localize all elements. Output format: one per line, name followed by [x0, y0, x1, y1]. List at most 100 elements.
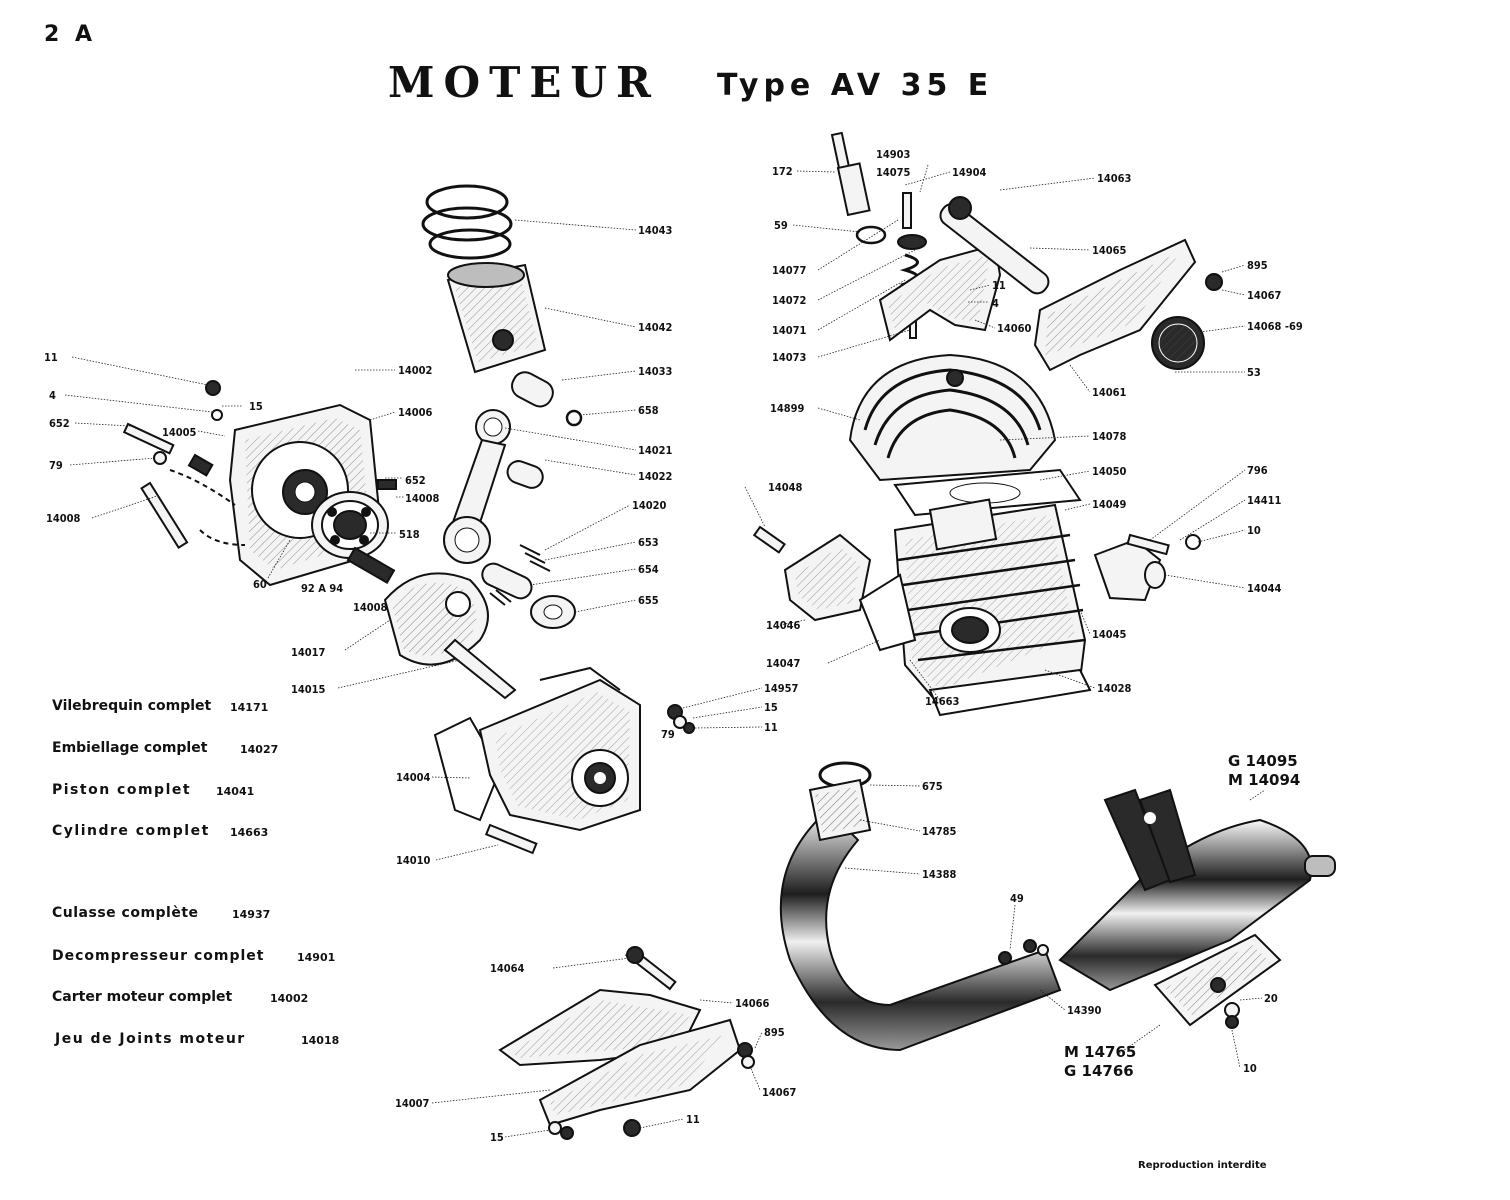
label-14067b: 14067: [762, 1086, 797, 1099]
label-14388: 14388: [922, 868, 957, 881]
crank-pin-parts: [481, 544, 576, 629]
label-655: 655: [638, 594, 659, 607]
main-bearing: [311, 491, 389, 559]
legend-item: Jeu de Joints moteur 14018: [55, 1031, 339, 1047]
label-14002: 14002: [398, 364, 433, 377]
label-14049: 14049: [1092, 498, 1127, 511]
legend-item: Decompresseur complet 14901: [52, 948, 335, 964]
label-14067: 14067: [1247, 289, 1282, 302]
label-14903: 14903: [876, 148, 911, 161]
part-labels: 11 4 652 79 14008 15 14005 14002 14006 6…: [44, 148, 1303, 1144]
legend-code: 14002: [270, 992, 309, 1005]
legend-code: 14041: [216, 785, 255, 798]
label-14005: 14005: [162, 426, 197, 439]
label-14068-69: 14068 -69: [1247, 320, 1303, 333]
legend-item: Carter moteur complet 14002: [52, 989, 308, 1005]
crankshaft: [346, 546, 517, 700]
label-10b: 10: [1243, 1062, 1257, 1075]
label-14008b: 14008: [405, 492, 440, 505]
label-14043: 14043: [638, 224, 673, 237]
lower-bracket: [498, 946, 755, 1140]
label-14063: 14063: [1097, 172, 1132, 185]
label-49: 49: [1010, 892, 1024, 905]
label-14006: 14006: [398, 406, 433, 419]
page-number: 2 A: [44, 22, 96, 47]
legend-item: Cylindre complet 14663: [52, 823, 268, 839]
label-653: 653: [638, 536, 659, 549]
crankcase-right: [433, 666, 695, 855]
label-14008: 14008: [46, 512, 81, 525]
label-14061: 14061: [1092, 386, 1127, 399]
legend-name: Culasse complète: [52, 905, 199, 921]
label-14073: 14073: [772, 351, 807, 364]
label-14075: 14075: [876, 166, 911, 179]
label-92a94: 92 A 94: [301, 582, 343, 595]
label-675: 675: [922, 780, 943, 793]
label-m14094: M 14094: [1228, 771, 1300, 789]
legend-name: Embiellage complet: [52, 740, 208, 756]
label-14663: 14663: [925, 695, 960, 708]
heat-shield: [1153, 933, 1282, 1029]
legend-code: 14018: [301, 1034, 340, 1047]
label-14047: 14047: [766, 657, 801, 670]
legend-code: 14663: [230, 826, 269, 839]
label-14904: 14904: [952, 166, 987, 179]
label-14077: 14077: [772, 264, 807, 277]
engine-bracket: [878, 196, 1050, 342]
label-4b: 4: [992, 297, 999, 310]
exhaust-pipe: [779, 761, 1062, 1052]
label-796: 796: [1247, 464, 1268, 477]
label-172: 172: [772, 165, 793, 178]
label-14015: 14015: [291, 683, 326, 696]
piston: [446, 262, 547, 374]
label-11b: 11: [764, 721, 778, 734]
page-subtitle: Type AV 35 E: [717, 68, 994, 103]
legend-item: Vilebrequin complet 14171: [52, 698, 268, 714]
label-14048: 14048: [768, 481, 803, 494]
label-895: 895: [1247, 259, 1268, 272]
label-654: 654: [638, 563, 659, 576]
label-g14095: G 14095: [1228, 752, 1298, 770]
label-14785: 14785: [922, 825, 957, 838]
label-15b: 15: [764, 701, 778, 714]
inlet-manifold: [1093, 533, 1201, 602]
label-14072: 14072: [772, 294, 807, 307]
legend-name: Jeu de Joints moteur: [55, 1031, 246, 1047]
label-14021: 14021: [638, 444, 673, 457]
label-14050: 14050: [1092, 465, 1127, 478]
label-652b: 652: [405, 474, 426, 487]
label-14007: 14007: [395, 1097, 430, 1110]
connecting-rod: [443, 409, 544, 564]
label-14899: 14899: [770, 402, 805, 415]
label-11c: 11: [992, 279, 1006, 292]
label-60: 60: [253, 578, 267, 591]
label-652: 652: [49, 417, 70, 430]
label-11d: 11: [686, 1113, 700, 1126]
label-14066: 14066: [735, 997, 770, 1010]
label-14411: 14411: [1247, 494, 1282, 507]
page-title: MOTEUR: [388, 58, 660, 107]
legend-code: 14027: [240, 743, 279, 756]
label-14390: 14390: [1067, 1004, 1102, 1017]
label-14033: 14033: [638, 365, 673, 378]
legend-code: 14901: [297, 951, 336, 964]
label-14046: 14046: [766, 619, 801, 632]
label-14078: 14078: [1092, 430, 1127, 443]
exhaust-flange: [752, 525, 917, 652]
legend-item: Culasse complète 14937: [52, 905, 270, 921]
label-14008c: 14008: [353, 601, 388, 614]
cylinder-head: [848, 353, 1057, 482]
piston-pin: [511, 371, 583, 427]
copyright-footer: Reproduction interdite: [1138, 1160, 1267, 1171]
label-14004: 14004: [396, 771, 431, 784]
label-14044: 14044: [1247, 582, 1282, 595]
label-10: 10: [1247, 524, 1261, 537]
label-11: 11: [44, 351, 58, 364]
label-14045: 14045: [1092, 628, 1127, 641]
legend-item: Embiellage complet 14027: [52, 740, 278, 756]
cylinder: [893, 498, 1092, 717]
legend-item: Piston complet 14041: [52, 782, 254, 798]
spark-plug: [830, 131, 887, 245]
label-m14765: M 14765: [1064, 1043, 1136, 1061]
